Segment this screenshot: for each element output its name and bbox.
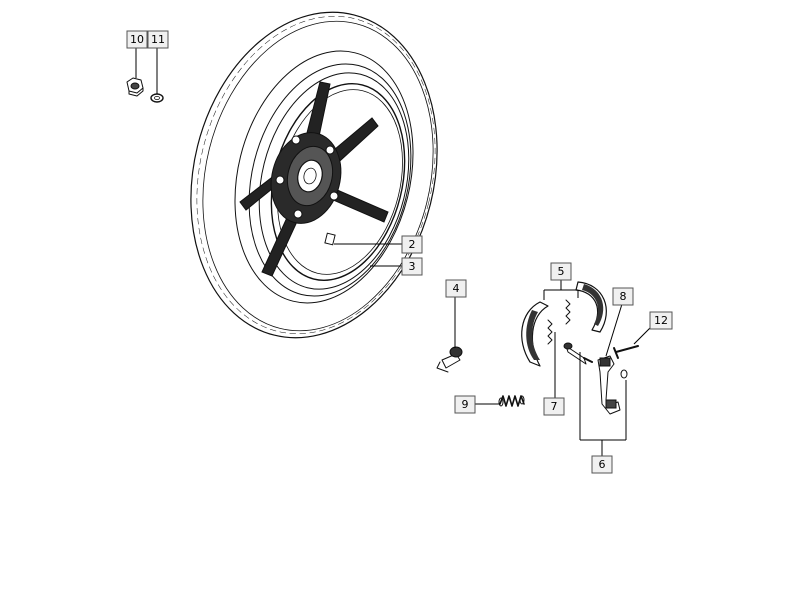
part-8-brake-lever: [597, 355, 621, 415]
callout-7: 7: [543, 397, 565, 416]
callout-3: 3: [401, 257, 423, 276]
callout-10-label: 10: [130, 33, 144, 46]
callout-6: 6: [591, 455, 613, 474]
callout-12: 12: [649, 311, 673, 330]
part-6-camshaft: [563, 342, 593, 365]
callout-2-label: 2: [409, 238, 416, 251]
callout-6-label: 6: [599, 458, 606, 471]
callout-5-label: 5: [558, 265, 565, 278]
callout-4-label: 4: [453, 282, 460, 295]
part-9-spring: [498, 395, 525, 407]
wheel-valve: [324, 232, 336, 246]
part-10-nut: [126, 77, 144, 97]
callout-2: 2: [401, 235, 423, 254]
part-4-valve: [436, 346, 463, 373]
callout-11: 11: [147, 30, 169, 49]
part-11-washer: [150, 93, 164, 103]
callout-8-label: 8: [620, 290, 627, 303]
tire: [190, 11, 438, 339]
callout-9: 9: [454, 395, 476, 414]
callout-11-label: 11: [151, 33, 165, 46]
callout-12-label: 12: [654, 314, 668, 327]
callout-10: 10: [126, 30, 148, 49]
callout-5: 5: [550, 262, 572, 281]
callout-7-label: 7: [551, 400, 558, 413]
leader-lines: [135, 48, 658, 456]
callout-8: 8: [612, 287, 634, 306]
wheel-hub: [270, 132, 342, 224]
callout-4: 4: [445, 279, 467, 298]
part-5-brake-shoes: [521, 281, 607, 367]
callout-3-label: 3: [409, 260, 416, 273]
rear-wheel: [190, 11, 438, 339]
part-12-bolt: [613, 345, 639, 379]
callout-9-label: 9: [462, 398, 469, 411]
part-7-shoe-spring: [547, 299, 571, 345]
